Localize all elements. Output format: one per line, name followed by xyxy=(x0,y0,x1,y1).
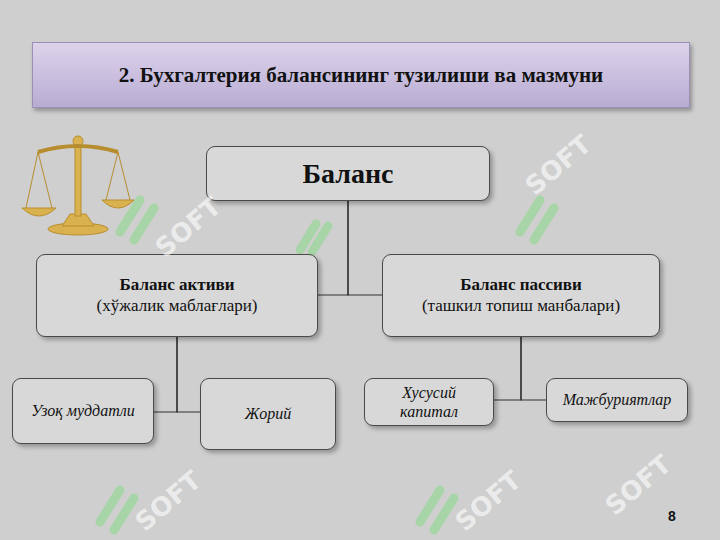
watermark-logo xyxy=(100,490,134,530)
scales-pan xyxy=(102,200,134,208)
scales-pan xyxy=(22,208,56,216)
category-box: Баланс пассиви(ташкил топиш манбалари) xyxy=(382,254,660,337)
watermark: SOFT xyxy=(149,191,227,263)
tree-connector xyxy=(494,337,521,400)
watermark: SOFT xyxy=(449,465,527,537)
slide-title: 2. Бухгалтерия балансининг тузилиши ва м… xyxy=(119,63,603,88)
watermark-logo xyxy=(300,224,328,252)
watermark-logo xyxy=(420,490,454,530)
category-box: Баланс активи(хўжалик маблағлари) xyxy=(36,254,318,337)
box-heading: Хусусий капитал xyxy=(373,383,485,421)
box-heading: Баланс пассиви xyxy=(460,275,582,295)
box-heading: Мажбуриятлар xyxy=(563,390,672,409)
item-box: Хусусий капитал xyxy=(364,378,494,426)
tree-connector xyxy=(154,337,177,412)
root-box: Баланс xyxy=(206,146,490,201)
box-heading: Баланс xyxy=(302,157,393,191)
box-note: (ташкил топиш манбалари) xyxy=(422,296,620,316)
tree-connector xyxy=(348,201,382,295)
watermark: SOFT xyxy=(129,465,207,537)
watermark: SOFT xyxy=(599,449,677,521)
title-bar: 2. Бухгалтерия балансининг тузилиши ва м… xyxy=(32,42,690,108)
tree-connector xyxy=(177,337,200,412)
item-box: Мажбуриятлар xyxy=(546,378,688,422)
box-heading: Жорий xyxy=(245,404,291,423)
tree-connector xyxy=(521,337,546,400)
page-number: 8 xyxy=(668,508,676,524)
watermark-logo xyxy=(520,200,554,240)
scales-illustration xyxy=(22,136,134,235)
scales-beam xyxy=(38,146,118,152)
watermark: SOFT xyxy=(519,129,597,201)
box-note: (хўжалик маблағлари) xyxy=(97,296,258,316)
box-heading: Узоқ муддатли xyxy=(31,401,134,420)
item-box: Узоқ муддатли xyxy=(12,378,154,444)
scales-pole xyxy=(75,146,81,216)
box-heading: Баланс активи xyxy=(120,275,235,295)
tree-connector xyxy=(318,201,348,295)
item-box: Жорий xyxy=(200,378,336,450)
